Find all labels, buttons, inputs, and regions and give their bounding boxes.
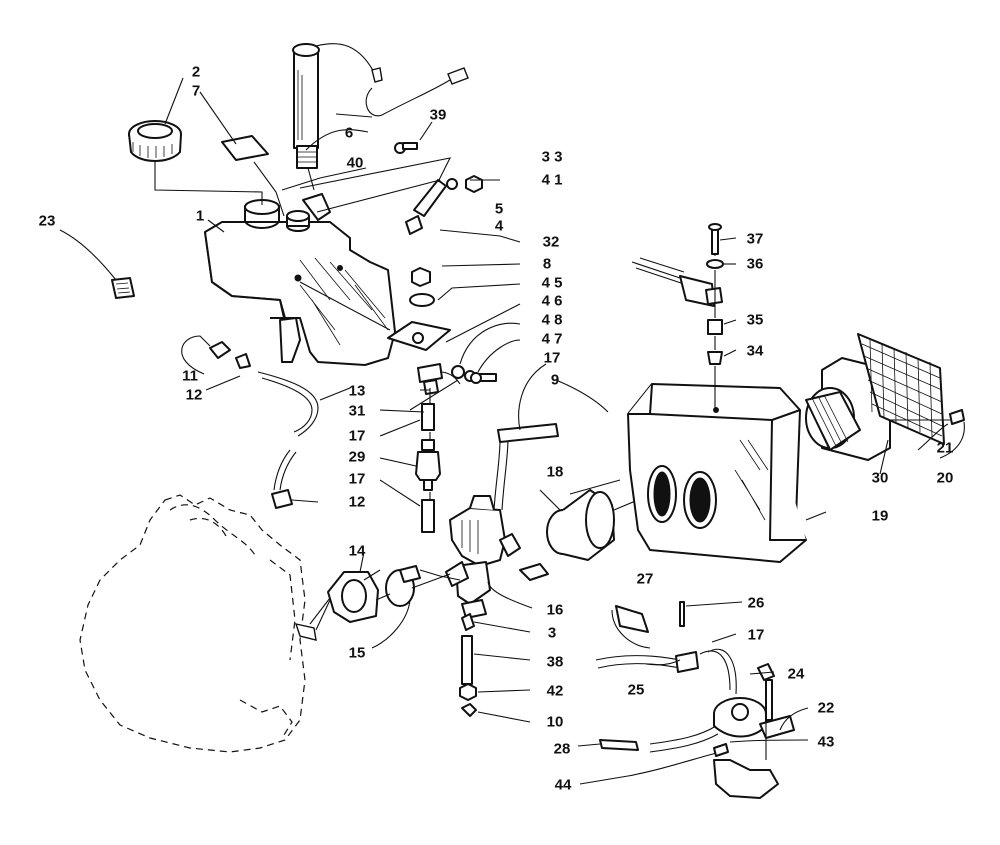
oil-tank xyxy=(204,193,396,366)
fuel-pump xyxy=(595,601,795,799)
decal-23 xyxy=(111,277,135,299)
intake-screen xyxy=(805,333,965,461)
callout-5: 5 xyxy=(494,200,504,218)
callout-38: 38 xyxy=(546,653,564,671)
callout-44: 44 xyxy=(554,776,572,794)
callout-26: 26 xyxy=(747,594,765,612)
callout-45: 4 5 xyxy=(541,274,563,292)
callout-14: 14 xyxy=(348,542,366,560)
callout-34: 34 xyxy=(746,342,764,360)
callout-13: 13 xyxy=(348,382,366,400)
callout-40: 40 xyxy=(346,154,364,172)
callout-3: 3 xyxy=(547,624,557,642)
callout-2: 2 xyxy=(191,63,201,81)
callout-15: 15 xyxy=(348,644,366,662)
bolt-stack xyxy=(706,223,724,408)
callout-7: 7 xyxy=(191,82,201,100)
callout-25: 25 xyxy=(627,681,645,699)
callout-11: 11 xyxy=(182,367,198,385)
callout-20: 20 xyxy=(936,469,954,487)
callout-8: 8 xyxy=(542,255,552,273)
callout-22: 22 xyxy=(817,699,835,717)
fuel-lines xyxy=(209,341,559,533)
callout-17-low: 17 xyxy=(348,470,366,488)
leader-lines xyxy=(59,77,965,785)
callout-23: 23 xyxy=(38,212,56,230)
callout-43: 43 xyxy=(817,733,835,751)
callout-24: 24 xyxy=(787,665,805,683)
callout-27: 27 xyxy=(636,570,654,588)
callout-6: 6 xyxy=(344,124,354,142)
mounting-hardware xyxy=(387,142,497,395)
intake-flange xyxy=(315,565,451,631)
carburetor xyxy=(445,495,549,619)
carburetor-hardware xyxy=(459,613,477,717)
callout-12-upper: 12 xyxy=(185,386,203,404)
callout-17-top: 17 xyxy=(543,349,561,367)
callout-18: 18 xyxy=(546,463,564,481)
intake-boot xyxy=(546,489,653,561)
callout-17-pump: 17 xyxy=(747,626,765,644)
air-silencer xyxy=(627,383,807,563)
callout-46: 4 6 xyxy=(541,292,563,310)
callout-30: 30 xyxy=(871,469,889,487)
callout-9: 9 xyxy=(550,371,560,389)
callout-35: 35 xyxy=(746,311,764,329)
callout-1: 1 xyxy=(195,207,205,225)
callout-10: 10 xyxy=(546,713,564,731)
callout-4: 4 xyxy=(494,217,504,235)
callout-21: 21 xyxy=(936,439,954,457)
callout-16: 16 xyxy=(546,601,564,619)
wiring-connector xyxy=(631,257,723,307)
callout-41: 4 1 xyxy=(541,171,563,189)
callout-31: 31 xyxy=(348,402,366,420)
callout-17-mid: 17 xyxy=(348,427,366,445)
callout-19: 19 xyxy=(871,507,889,525)
callout-47: 4 7 xyxy=(541,330,563,348)
callout-42: 42 xyxy=(546,682,564,700)
decal-gasket xyxy=(221,135,269,161)
oil-cap xyxy=(128,120,182,162)
engine-outline xyxy=(79,494,317,753)
callout-28: 28 xyxy=(553,740,571,758)
callout-36: 36 xyxy=(746,255,764,273)
callout-48: 4 8 xyxy=(541,311,563,329)
callout-37: 37 xyxy=(746,230,764,248)
callout-32: 32 xyxy=(542,233,560,251)
callout-12-lower: 12 xyxy=(348,493,366,511)
callout-29: 29 xyxy=(348,448,366,466)
oil-level-sensor xyxy=(292,43,469,169)
callout-39: 39 xyxy=(429,106,447,124)
callout-33: 3 3 xyxy=(541,148,563,166)
